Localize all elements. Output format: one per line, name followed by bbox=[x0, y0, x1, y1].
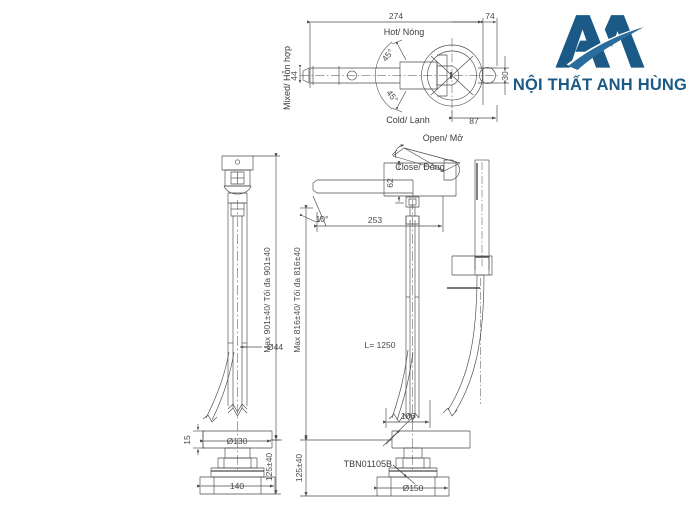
dim-angle-10: 10° bbox=[316, 214, 329, 224]
angle-cold: 45° bbox=[384, 88, 400, 104]
brand-name: NỘI THẤT ANH HÙNG bbox=[512, 76, 688, 94]
ah-monogram-logo-icon bbox=[555, 15, 645, 71]
dim-max-901: Max 901±40/ Tối đa 901±40 bbox=[262, 247, 272, 353]
dim-max-816: Max 816±40/ Tối đa 816±40 bbox=[292, 247, 302, 353]
label-cold: Cold/ Lạnh bbox=[386, 115, 430, 125]
dim-125-left: 125±40 bbox=[264, 453, 274, 482]
drawing-geometry bbox=[193, 18, 509, 497]
dim-253: 253 bbox=[368, 215, 382, 225]
dim-274: 274 bbox=[389, 11, 403, 21]
left-elevation-group bbox=[193, 153, 282, 495]
label-hot: Hot/ Nóng bbox=[384, 27, 425, 37]
label-open: Open/ Mở bbox=[423, 133, 464, 143]
model-code-label: TBN01105B bbox=[344, 459, 392, 469]
dim-d150: Ø150 bbox=[403, 483, 424, 493]
dim-106: 106 bbox=[401, 411, 415, 421]
dim-44-inlet: 44 bbox=[289, 71, 299, 81]
dim-d44: Ø44 bbox=[267, 342, 283, 352]
dim-hose-length: L= 1250 bbox=[365, 340, 396, 350]
label-mixed: Mixed/ Hỗn hợp bbox=[282, 46, 292, 110]
label-close: Close/ Đóng bbox=[395, 162, 445, 172]
top-view-group bbox=[298, 18, 509, 122]
dim-d130: Ø130 bbox=[227, 436, 248, 446]
angle-hot: 45° bbox=[380, 47, 396, 63]
dim-62: 62 bbox=[385, 178, 395, 188]
right-elevation-group bbox=[299, 144, 493, 497]
brand-block: NỘI THẤT ANH HÙNG bbox=[505, 12, 695, 108]
dim-87: 87 bbox=[469, 116, 479, 126]
dim-125-right: 125±40 bbox=[294, 454, 304, 483]
dim-15: 15 bbox=[182, 435, 192, 445]
dim-140: 140 bbox=[230, 481, 244, 491]
dim-74: 74 bbox=[485, 11, 495, 21]
dim-30: 30 bbox=[500, 71, 510, 81]
